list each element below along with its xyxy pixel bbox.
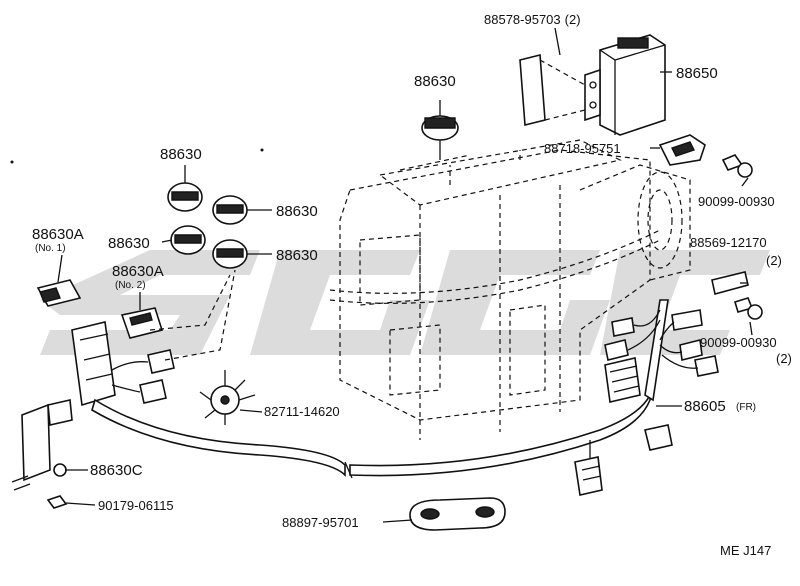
svg-text:88630: 88630 — [160, 146, 202, 163]
svg-text:88630: 88630 — [108, 235, 150, 252]
label-88630-b: 88630 — [276, 203, 318, 220]
label-88630-d: 88630 — [276, 247, 318, 264]
label-90099-00930-lower: 90099-00930 (2) — [700, 335, 792, 366]
bracket-88569 — [711, 271, 749, 295]
wire-harness — [91, 299, 669, 479]
svg-text:(2): (2) — [766, 253, 782, 268]
label-88897-95701: 88897-95701 — [282, 515, 359, 530]
label-90099-00930-upper: 90099-00930 — [698, 194, 775, 209]
svg-text:88578-95703(2): 88578-95703 (2) — [484, 12, 581, 27]
svg-text:(2): (2) — [776, 351, 792, 366]
svg-text:90179-06115: 90179-06115 — [98, 498, 174, 513]
switch-88630-top — [421, 115, 459, 160]
bracket-88630c — [11, 399, 73, 491]
svg-text:88897-95701: 88897-95701 — [282, 515, 359, 530]
svg-text:88630A: 88630A — [32, 226, 84, 243]
svg-text:88630: 88630 — [414, 73, 456, 90]
label-88630c: 88630C — [90, 462, 143, 479]
svg-text:82711-14620: 82711-14620 — [264, 404, 340, 419]
switch-88630a-no1 — [36, 279, 82, 307]
diagram-code: ME J147 — [720, 543, 771, 558]
svg-text:ME J147: ME J147 — [720, 543, 771, 558]
svg-text:(No. 2): (No. 2) — [115, 280, 146, 291]
tape-pad — [519, 53, 546, 127]
svg-text:88718-95751: 88718-95751 — [544, 141, 621, 156]
label-88630-top: 88630 — [414, 73, 456, 90]
svg-text:88630A: 88630A — [112, 263, 164, 280]
screw-90099-upper — [721, 154, 753, 178]
speck — [10, 160, 14, 164]
label-88630a-no1: 88630A (No. 1) — [32, 226, 84, 254]
harness-88605-connectors — [574, 309, 719, 496]
svg-text:88569-12170: 88569-12170 — [690, 235, 767, 250]
label-88650: 88650 — [676, 65, 718, 82]
svg-text:88630C: 88630C — [90, 462, 143, 479]
svg-text:88630: 88630 — [276, 203, 318, 220]
speck — [260, 148, 264, 152]
clip-88718 — [658, 134, 706, 166]
label-88569-12170: 88569-12170 (2) — [690, 235, 782, 268]
svg-text:90099-00930: 90099-00930 — [700, 335, 777, 350]
label-88605-fr: 88605 (FR) — [684, 398, 756, 415]
switch-88630-a — [167, 182, 203, 212]
relay-88650 — [584, 34, 666, 136]
svg-text:90099-00930: 90099-00930 — [698, 194, 775, 209]
label-88718-95751: 88718-95751 — [544, 141, 621, 156]
part-qty: (2) — [565, 12, 581, 27]
relay-88630a-no2 — [120, 307, 164, 339]
label-88578-95703: 88578-95703 (2) — [484, 12, 581, 27]
connector-block-left — [71, 321, 175, 407]
label-88630-a: 88630 — [160, 146, 202, 163]
watermark-logo — [40, 250, 770, 355]
heater-unit — [329, 139, 691, 440]
svg-text:88650: 88650 — [676, 65, 718, 82]
label-88630-c: 88630 — [108, 235, 150, 252]
grommet-88897 — [409, 497, 506, 531]
leader-lines — [57, 27, 753, 523]
label-88630a-no2: 88630A (No. 2) — [112, 263, 164, 291]
screw-90099-lower — [734, 297, 763, 320]
svg-text:88630: 88630 — [276, 247, 318, 264]
svg-text:88605: 88605 — [684, 398, 726, 415]
switch-88630-c — [170, 225, 206, 255]
svg-text:(FR): (FR) — [736, 402, 756, 413]
label-90179-06115: 90179-06115 — [98, 498, 174, 513]
switch-88630-b — [212, 195, 248, 225]
switch-88630-d — [212, 239, 248, 269]
part-number: 88578-95703 — [484, 12, 561, 27]
nut-90179 — [46, 495, 68, 509]
label-82711-14620: 82711-14620 — [264, 404, 340, 419]
clip-82711 — [199, 370, 256, 425]
svg-text:(No. 1): (No. 1) — [35, 243, 66, 254]
